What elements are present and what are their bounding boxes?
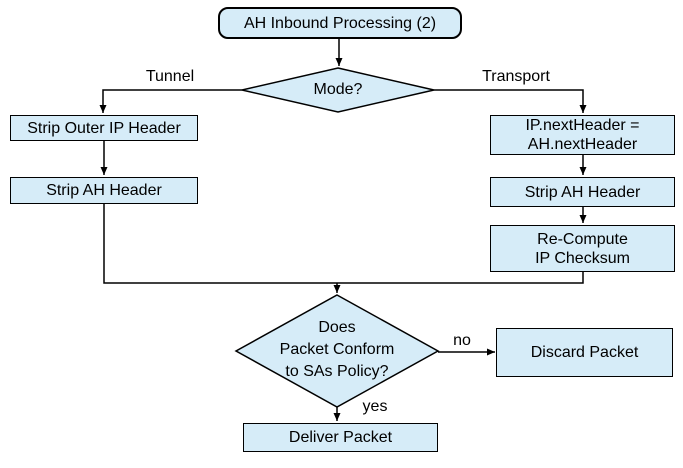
edge-label-no: no	[453, 332, 471, 349]
edge-merge-branches	[103, 204, 584, 284]
edge-label-tunnel: Tunnel	[145, 68, 195, 85]
mode-decision-diamond	[241, 67, 435, 113]
node-strip-ah-header-right: Strip AH Header	[490, 177, 675, 207]
node-recompute-ip-checksum: Re-Compute IP Checksum	[490, 225, 675, 272]
policy-decision-diamond	[234, 294, 440, 408]
node-ip-nextheader: IP.nextHeader = AH.nextHeader	[490, 115, 675, 155]
node-strip-ah-header-left: Strip AH Header	[10, 177, 198, 204]
edge-mode-tunnel-branch	[99, 89, 242, 113]
node-strip-outer-ip-header: Strip Outer IP Header	[10, 115, 198, 141]
edge-label-transport: Transport	[482, 68, 550, 85]
node-discard-packet: Discard Packet	[496, 328, 673, 377]
node-start: AH Inbound Processing (2)	[218, 7, 462, 39]
node-deliver-packet: Deliver Packet	[243, 423, 438, 452]
edge-mode-transport-branch	[434, 89, 587, 113]
edge-label-yes: yes	[362, 398, 388, 415]
